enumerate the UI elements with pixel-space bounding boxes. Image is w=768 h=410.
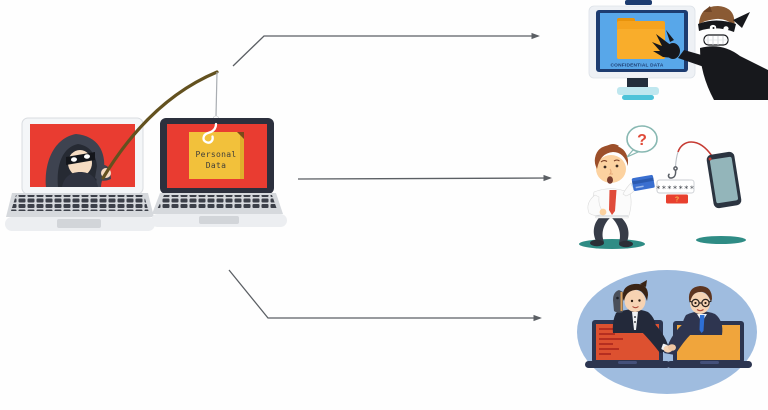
arrow-to-credential-phishing [297,174,552,182]
note-line-1: Personal [196,150,237,159]
fishing-rod-icon [101,70,219,180]
phone-phishing-line-gray [674,151,679,168]
monitor-top-clip [625,0,652,5]
fishing-hook-icon [202,122,218,144]
man-open-mouth [607,176,613,184]
smartphone-icon [688,151,742,209]
monitor-base-top [617,87,659,95]
impostor-hair [622,283,648,301]
impostor-arm [640,317,670,353]
man-leg-left [593,214,611,242]
password-alert-box [666,194,688,204]
meeting-laptop-right-base [667,361,752,368]
password-mask-text: ******* [656,185,695,194]
man-face [596,155,626,183]
question-bubble-icon: ? [626,125,658,158]
impostor-face [624,290,646,312]
small-hook-icon [667,166,678,179]
thief-hand [652,30,680,59]
thief-grin [703,34,729,46]
victim-laptop-trackpad [199,216,239,224]
masked-thief-icon [652,6,768,100]
sticky-note-icon: Personal Data [189,132,244,179]
phone-shadow [696,236,746,244]
screen-code-lines [599,328,623,355]
false-face-mask-icon [613,290,623,313]
monitor-neck [627,78,648,87]
man-shadow [579,239,645,249]
monitor-base-bottom [622,95,654,100]
man-shoe-left [590,239,604,247]
folder-icon [617,18,665,59]
handshake-icon [661,343,676,353]
man-tie [609,190,617,215]
businessman-tie [699,315,705,333]
fake-meeting-scene [577,270,757,394]
glasses-icon [689,298,712,308]
man-shoe-right [619,240,633,248]
alert-question-mark: ? [675,197,679,204]
hacker-icon [45,134,111,187]
impostor-person [612,280,670,353]
man-leg-right [612,215,629,243]
thief-mask-tie [733,12,750,28]
bubble-question-mark: ? [637,132,647,149]
hacker-laptop-trackpad [57,219,101,228]
arrow-to-fake-meeting [228,269,542,322]
confused-man [587,144,655,248]
credit-card-icon [631,174,655,191]
thief-body [700,46,768,100]
man-arm-left [587,194,605,216]
man-hair [594,145,628,169]
confidential-data-scene: CONFIDENTIAL DATA [588,0,768,100]
confidential-data-label: CONFIDENTIAL DATA [611,63,664,69]
arrow-to-confidential-data [232,32,540,67]
businessman-hair [688,286,712,303]
password-field-icon: ******* ? [656,179,695,204]
connector-arrows [228,32,552,322]
credential-phishing-scene: ? ******* ? [579,125,746,249]
phone-phishing-line-red [677,141,713,157]
note-line-2: Data [206,161,226,170]
fishing-line [215,71,218,117]
note-corner-fold [237,132,244,139]
meeting-laptop-left-base [585,361,670,368]
victim-laptop: Personal Data [151,118,287,227]
